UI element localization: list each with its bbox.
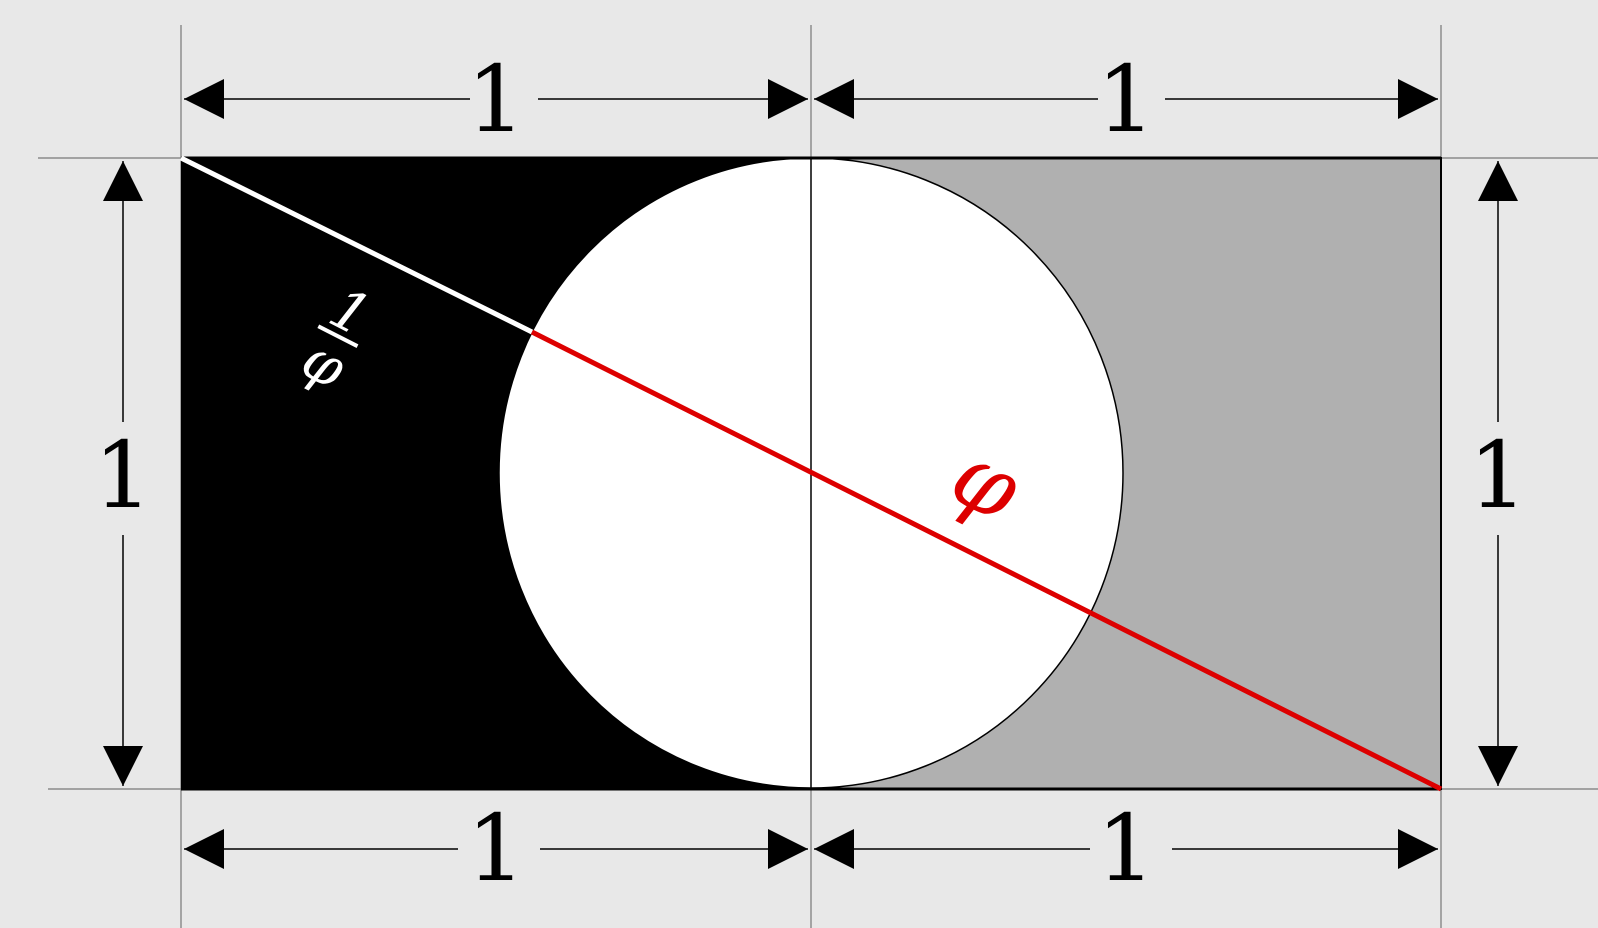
- diagonal-phi-segment: [530, 329, 1443, 792]
- left-height-label: 1: [94, 422, 153, 529]
- bottom-right-width-label: 1: [1097, 795, 1156, 902]
- diagonal-inverse-phi-segment: [179, 155, 534, 335]
- top-left-width-label: 1: [467, 46, 526, 153]
- fraction-bar: [317, 324, 359, 348]
- bottom-left-width-label: 1: [467, 795, 526, 902]
- right-height-label: 1: [1469, 422, 1528, 529]
- top-right-width-label: 1: [1097, 46, 1156, 153]
